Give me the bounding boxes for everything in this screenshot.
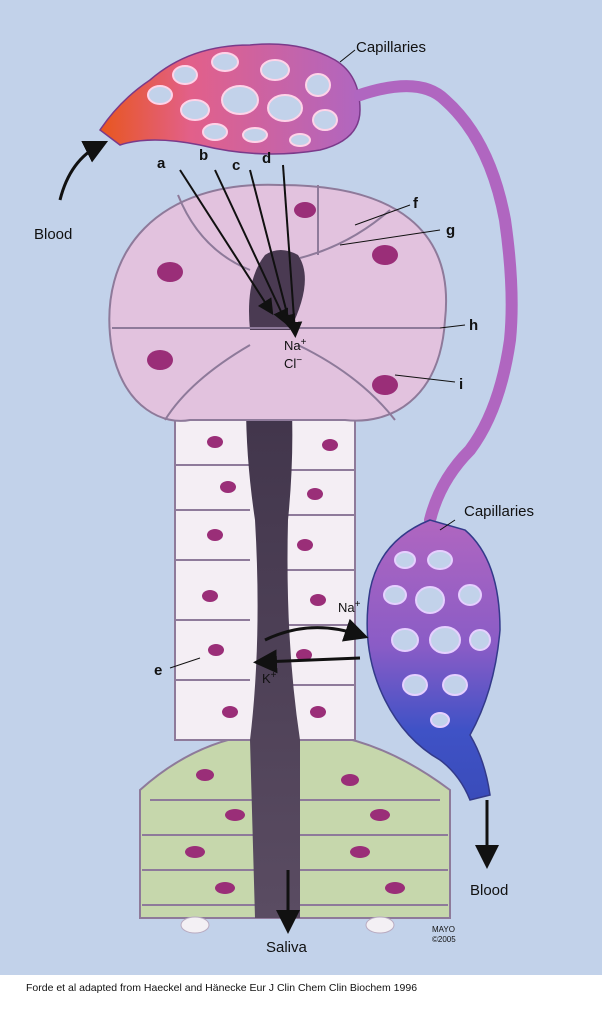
label-i: i (459, 376, 463, 393)
mayo-watermark-line2: ©2005 (432, 935, 456, 944)
label-h: h (469, 317, 478, 334)
label-e: e (154, 662, 162, 679)
label-d: d (262, 150, 271, 167)
label-c: c (232, 157, 240, 174)
label-a: a (157, 155, 166, 172)
saliva-label: Saliva (266, 939, 308, 956)
figure-credit: Forde et al adapted from Haeckel and Hän… (26, 982, 586, 994)
capillaries-top-label: Capillaries (356, 39, 426, 56)
label-b: b (199, 147, 208, 164)
label-g: g (446, 222, 455, 239)
mayo-watermark-line1: MAYO (432, 925, 455, 934)
blood-in-label: Blood (34, 226, 72, 243)
blood-out-label: Blood (470, 882, 508, 899)
capillaries-right-label: Capillaries (464, 503, 534, 520)
